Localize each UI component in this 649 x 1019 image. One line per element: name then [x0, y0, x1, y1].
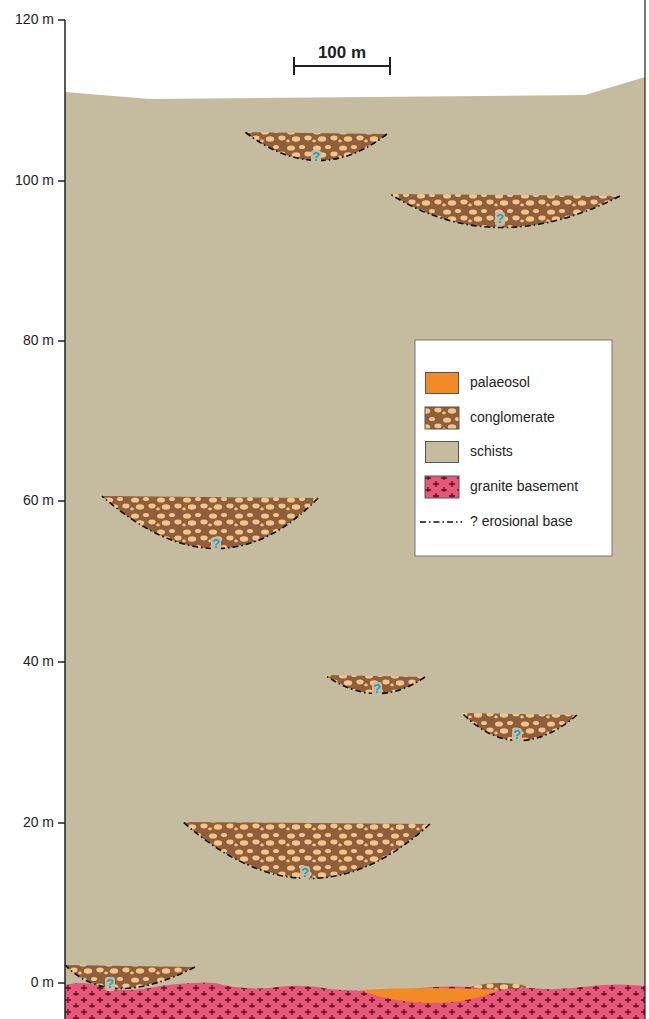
legend-box: [415, 340, 612, 556]
conglomerate-lenses: [65, 132, 620, 989]
axis-label: 20 m: [23, 815, 54, 830]
legend-swatch: [425, 476, 459, 498]
axis-label: 80 m: [23, 333, 54, 348]
uncertain-mark: ?: [512, 728, 522, 742]
uncertain-mark: ?: [372, 682, 382, 696]
uncertain-mark: ?: [211, 537, 221, 551]
legend-label: conglomerate: [470, 410, 555, 425]
legend-line: [420, 521, 462, 523]
uncertain-mark: ?: [495, 212, 505, 226]
axis-label: 100 m: [15, 173, 54, 188]
conglomerate-lens: [65, 965, 195, 989]
axis-label: 40 m: [23, 654, 54, 669]
axis-label: 0 m: [31, 975, 54, 990]
conglomerate-lens: [470, 983, 530, 990]
scale-label: 100 m: [318, 44, 366, 63]
axis-label: 120 m: [15, 12, 54, 27]
legend-swatch: [425, 372, 459, 394]
axis-label: 60 m: [23, 493, 54, 508]
legend-swatch: [425, 441, 459, 463]
uncertain-mark: ?: [300, 866, 310, 880]
conglomerate-lens: [390, 194, 620, 228]
palaeosol: [360, 988, 500, 1003]
legend-swatch: [425, 407, 459, 429]
schists: [65, 77, 645, 1019]
uncertain-mark: ?: [311, 150, 321, 164]
legend-label: palaeosol: [470, 375, 530, 390]
uncertain-mark: ?: [105, 977, 115, 991]
legend-label: ? erosional base: [470, 514, 573, 529]
granite-basement: [65, 983, 645, 1019]
erosional-base: [390, 194, 620, 228]
conglomerate-lens: [102, 496, 318, 549]
legend-label: granite basement: [470, 479, 578, 494]
legend-label: schists: [470, 444, 513, 459]
erosional-base: [102, 496, 318, 549]
erosional-base: [65, 965, 195, 989]
